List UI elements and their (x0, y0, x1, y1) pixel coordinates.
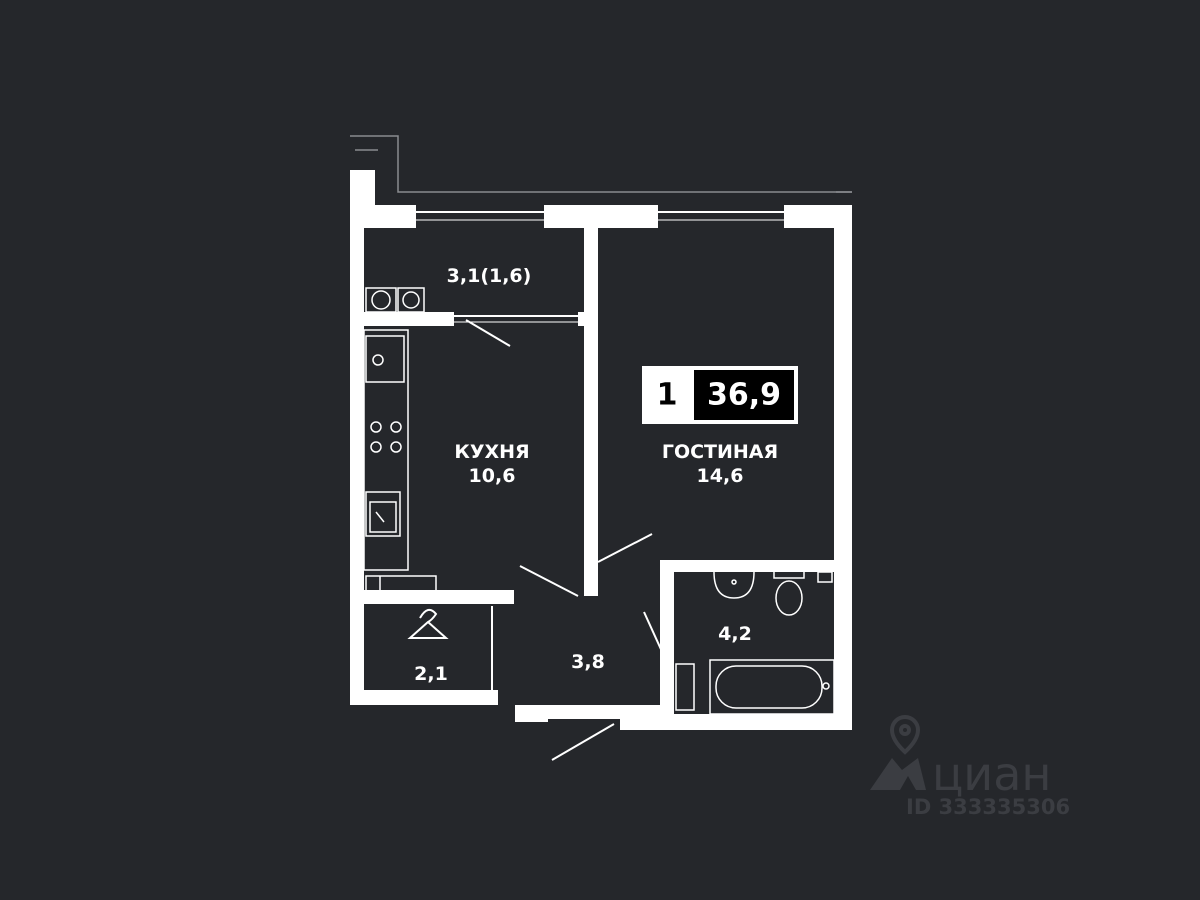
door-living (597, 533, 653, 563)
hall-interior-2 (598, 560, 660, 600)
facade-lines (350, 135, 852, 193)
total-area: 36,9 (707, 378, 781, 413)
closet-interior (364, 604, 498, 690)
cian-logo-icon (870, 758, 926, 790)
apartment-badge: 1 36,9 (642, 366, 798, 424)
kitchen-fixtures (363, 287, 437, 599)
bathtub-icon (709, 659, 835, 715)
window-living (652, 205, 790, 228)
watermark-brand: циан (932, 747, 1051, 801)
door-kitchen (519, 565, 579, 597)
bathroom-fixtures (675, 569, 835, 715)
watermark-id: ID 333335306 (906, 795, 1070, 819)
washbasin-icon (713, 571, 755, 599)
location-pin-icon (889, 715, 921, 755)
doors (465, 319, 665, 761)
living-name: ГОСТИНАЯ (662, 441, 778, 463)
kitchen-counter (363, 329, 409, 571)
closet-area: 2,1 (414, 663, 448, 685)
balcony-area: 3,1(1,6) (447, 265, 532, 287)
balcony-interior (364, 228, 584, 312)
watermark: циан ID 333335306 (870, 715, 1070, 819)
hanger-icon (407, 608, 449, 639)
closet-shelf (365, 575, 437, 599)
door-balcony (465, 319, 511, 347)
door-bathroom (643, 611, 665, 657)
window-balcony (410, 205, 550, 228)
stove-icon (370, 421, 402, 453)
kitchen-interior (364, 326, 586, 590)
room-count: 1 (657, 378, 678, 413)
hall-area: 3,8 (571, 651, 605, 673)
washer-icons (365, 287, 425, 313)
bathroom-area: 4,2 (718, 623, 752, 645)
room-interiors (364, 228, 834, 714)
window-balcony-inner (454, 312, 578, 326)
kitchen-name: КУХНЯ (454, 441, 529, 463)
kitchen-area: 10,6 (469, 465, 516, 487)
fridge (365, 335, 405, 383)
toilet-icon (773, 569, 805, 616)
living-area: 14,6 (697, 465, 744, 487)
partitions (364, 212, 834, 719)
door-entrance (551, 723, 615, 761)
sink-icon (365, 491, 401, 537)
windows (410, 205, 790, 326)
bath-shelf (675, 663, 695, 711)
bathroom-interior (674, 572, 834, 714)
